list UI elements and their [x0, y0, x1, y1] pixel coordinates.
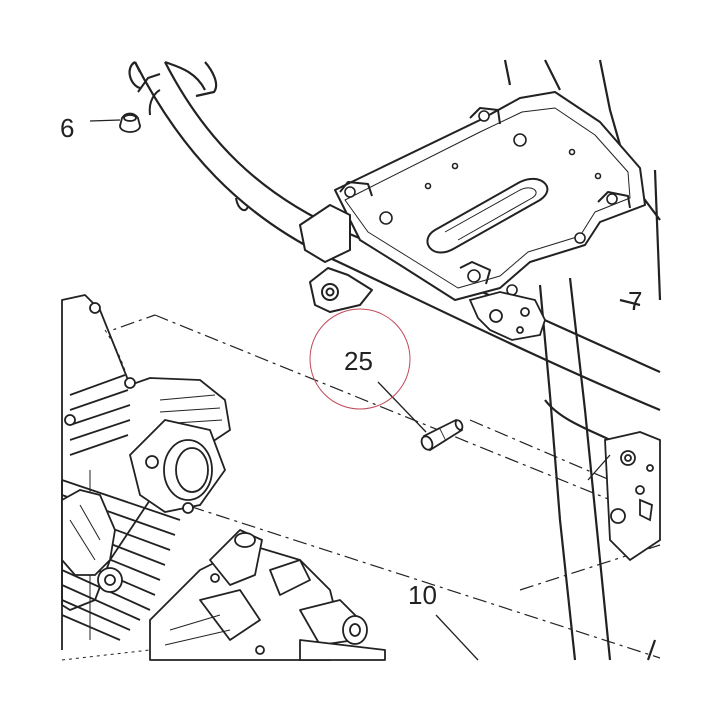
assembly-guide-lines: [61, 314, 661, 659]
tube-clamp-bracket: [299, 204, 373, 313]
mounting-plate-holes: [344, 110, 618, 296]
left-frame-stub: [137, 73, 249, 212]
callout-part-6: 6: [60, 113, 75, 143]
leader-lines: [89, 119, 611, 661]
highlight-circle-part-25: [309, 308, 411, 410]
plate-side-bracket: [468, 291, 546, 341]
mounting-plate: [334, 91, 646, 301]
callout-part-10: 10: [408, 580, 437, 610]
intake-port: [129, 419, 227, 514]
callout-part-7: 7: [628, 286, 643, 316]
engine-dashed-hint: [61, 329, 151, 661]
rear-side-plate: [604, 431, 661, 562]
callout-part-25: 25: [344, 346, 373, 376]
cap-nut-part-6: [119, 112, 141, 133]
crankcase-lower: [149, 529, 386, 661]
spark-plug-cap: [61, 489, 123, 593]
bolt-part-25: [420, 418, 464, 452]
